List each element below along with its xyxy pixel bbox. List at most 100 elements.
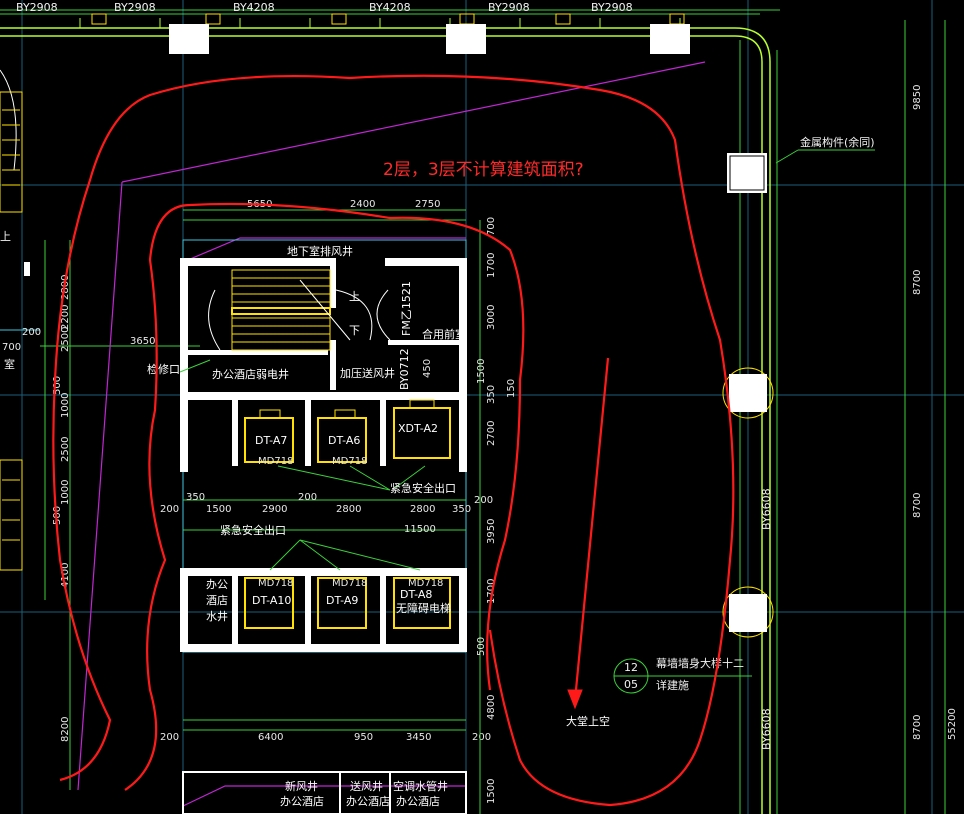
dim-text: 8200 — [60, 717, 71, 742]
dim-text: 1500 — [206, 504, 231, 515]
dim-text: 700 — [486, 217, 497, 236]
elevator-label: DT-A7 — [255, 434, 287, 447]
water-shaft-line: 水井 — [206, 609, 228, 623]
dim-text: 2400 — [350, 199, 375, 210]
callout-top: 12 — [624, 661, 638, 674]
magenta-guides — [77, 61, 706, 807]
fire-door-label: FM乙1521 — [400, 281, 413, 336]
left-room-label: 室 — [4, 357, 15, 371]
dim-text: 9850 — [912, 85, 923, 110]
stair-up: 上 — [349, 290, 360, 303]
dim-text: 3950 — [486, 519, 497, 544]
dim-text: 350 — [486, 385, 497, 404]
elevator-label: DT-A10 — [252, 594, 291, 607]
door-label: BY0712 — [398, 348, 411, 390]
annotation-arrow-label: 大堂上空 — [566, 714, 610, 728]
dim-text: 8700 — [912, 715, 923, 740]
dim-text: 500 — [476, 637, 487, 656]
dim-text: 2800 — [410, 504, 435, 515]
barrier-free-elevator: 无障碍电梯 — [396, 601, 451, 615]
stair — [208, 269, 391, 351]
dim-text: 8700 — [912, 270, 923, 295]
dim-text: 950 — [354, 732, 373, 743]
dim-text: 1500 — [486, 779, 497, 804]
left-edge-fragments: 上 室 — [0, 69, 40, 571]
md-tag: MD718 — [408, 578, 443, 589]
dim-text: 3650 — [130, 336, 155, 347]
mid-dimensions: 350 2900 200 2800 2800 350 1500 11500 20… — [160, 492, 491, 743]
dim-text: 2700 — [486, 421, 497, 446]
md-tag: MD718 — [332, 456, 367, 467]
emergency-exit-2: 紧急安全出口 — [220, 523, 286, 537]
dim-text: 2500 — [60, 437, 71, 462]
red-markup — [52, 74, 735, 807]
md-tag: MD718 — [258, 456, 293, 467]
dim-text: 200 — [474, 495, 493, 506]
dim-text: 2800 — [336, 504, 361, 515]
dim-text: 500 — [52, 376, 63, 395]
inner-right-dimensions: 700 1700 3000 1500 150 350 2700 200 3950… — [474, 217, 517, 814]
left-dimensions: 2200 2500 500 1000 2500 1000 500 4100 82… — [2, 240, 200, 790]
dim-text: 2200 — [60, 305, 71, 330]
dim-text: 200 — [160, 504, 179, 515]
right-side-labels: 金属构件(余同) BY6608 BY6608 — [760, 135, 875, 750]
elevators-top — [244, 399, 451, 629]
new-air-shaft: 新风井 — [285, 779, 318, 793]
dim-text: 350 — [452, 504, 471, 515]
callout-text-2: 详建施 — [656, 678, 689, 692]
pressure-shaft: 加压送风井 — [340, 366, 395, 380]
red-arrow-shaft — [573, 357, 610, 701]
top-label: BY2908 — [591, 1, 633, 14]
dim-text: 1000 — [60, 393, 71, 418]
structural-columns — [169, 24, 774, 638]
ac-pipe-shaft-sub: 办公酒店 — [396, 794, 440, 808]
dim-text: 3000 — [486, 305, 497, 330]
top-label: BY4208 — [369, 1, 411, 14]
top-window-labels: BY2908 BY2908 BY4208 BY4208 BY2908 BY290… — [16, 1, 633, 14]
dim-text: 200 — [22, 327, 41, 338]
curtain-label-1: BY6608 — [760, 488, 773, 530]
callout-bottom: 05 — [624, 678, 638, 691]
exhaust-air-shaft: 送风井 — [350, 779, 383, 793]
leader-lines — [179, 359, 466, 731]
dim-text: 200 — [298, 492, 317, 503]
top-label: BY2908 — [114, 1, 156, 14]
left-up-label: 上 — [0, 230, 11, 243]
top-label: BY2908 — [488, 1, 530, 14]
top-label: BY4208 — [233, 1, 275, 14]
callout-text-1: 幕墙墙身大样十二 — [656, 656, 744, 670]
dim-text: 150 — [506, 379, 517, 398]
red-outer-loop — [52, 74, 735, 807]
dim-text: 700 — [2, 342, 21, 353]
elevator-label: XDT-A2 — [398, 422, 438, 435]
top-label: BY2908 — [16, 1, 58, 14]
dim-text: 1700 — [486, 253, 497, 278]
far-right-dimensions: 9850 8700 8700 8700 55200 — [904, 20, 958, 814]
md-tag: MD718 — [332, 578, 367, 589]
water-shaft-line: 办公 — [206, 578, 228, 591]
elevator-label: DT-A9 — [326, 594, 358, 607]
dim-text: 200 — [472, 732, 491, 743]
dim-text: 4800 — [486, 695, 497, 720]
dim-text: 55200 — [947, 708, 958, 740]
stair-down: 下 — [349, 324, 360, 337]
access-label: 检修口 — [147, 362, 180, 376]
ac-pipe-shaft: 空调水管井 — [393, 779, 448, 793]
detail-callout: 12 05 幕墙墙身大样十二 详建施 — [613, 656, 752, 694]
dim-text: 8700 — [912, 493, 923, 518]
dim-text: 4100 — [60, 563, 71, 588]
dim-text: 2900 — [262, 504, 287, 515]
dim-text: 2750 — [415, 199, 440, 210]
dim-text: 2800 — [60, 275, 71, 300]
red-arrow-head — [567, 689, 583, 710]
emergency-exit-1: 紧急安全出口 — [390, 481, 456, 495]
combined-front-room: 合用前室 — [422, 327, 466, 341]
exhaust-air-shaft-sub: 办公酒店 — [346, 794, 390, 808]
elevator-label: DT-A8 — [400, 588, 432, 601]
annotation-question: 2层，3层不计算建筑面积? — [383, 160, 584, 180]
office-hotel-elec: 办公酒店弱电井 — [212, 367, 289, 381]
new-air-shaft-sub: 办公酒店 — [280, 794, 324, 808]
elevator-label: DT-A6 — [328, 434, 360, 447]
